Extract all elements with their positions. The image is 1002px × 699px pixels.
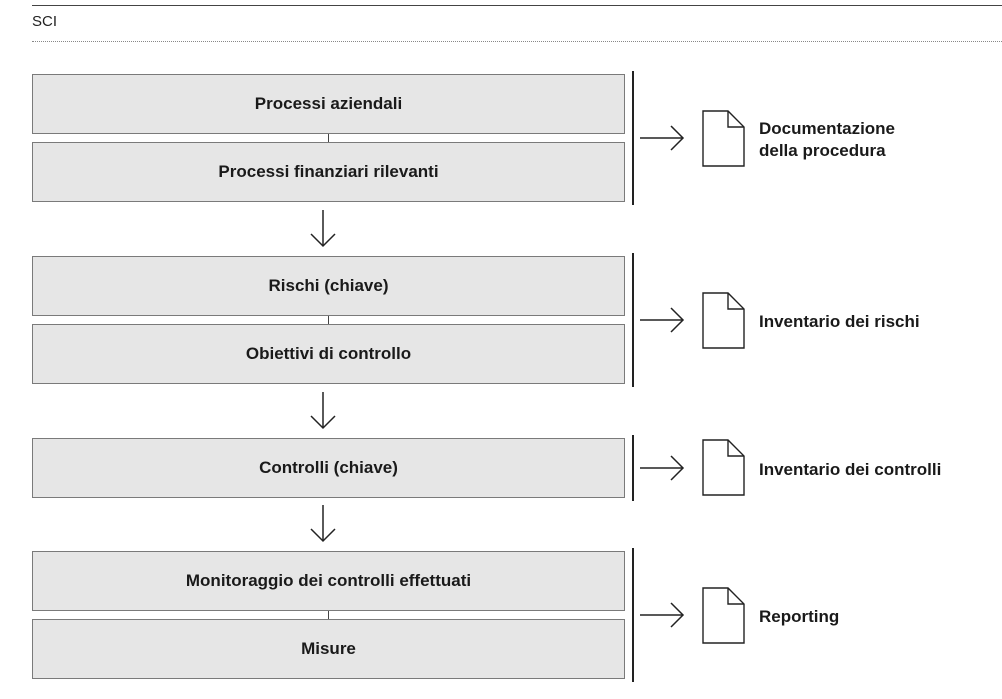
box-connector bbox=[328, 611, 329, 619]
arrow-down-icon bbox=[310, 210, 336, 248]
process-box-obiettivi: Obiettivi di controllo bbox=[32, 324, 625, 384]
group-bracket-line bbox=[632, 548, 634, 682]
header-dotted-rule bbox=[32, 41, 1002, 42]
header-top-rule bbox=[32, 5, 1002, 6]
arrow-right-icon bbox=[640, 455, 685, 481]
document-icon bbox=[702, 439, 745, 496]
arrow-right-icon bbox=[640, 602, 685, 628]
group-bracket-line bbox=[632, 71, 634, 205]
document-icon bbox=[702, 110, 745, 167]
box-connector bbox=[328, 316, 329, 324]
output-label-line: Documentazione bbox=[759, 119, 896, 138]
output-label-inventario-controlli: Inventario dei controlli bbox=[759, 460, 942, 479]
document-icon bbox=[702, 587, 745, 644]
process-box-misure: Misure bbox=[32, 619, 625, 679]
arrow-down-icon bbox=[310, 392, 336, 430]
group-bracket-line bbox=[632, 435, 634, 501]
group-bracket-line bbox=[632, 253, 634, 387]
arrow-right-icon bbox=[640, 307, 685, 333]
output-label-inventario-rischi: Inventario dei rischi bbox=[759, 312, 920, 331]
box-connector bbox=[328, 134, 329, 142]
process-box-rischi: Rischi (chiave) bbox=[32, 256, 625, 316]
section-label: SCI bbox=[32, 13, 58, 30]
arrow-down-icon bbox=[310, 505, 336, 543]
arrow-right-icon bbox=[640, 125, 685, 151]
process-box-monitoraggio: Monitoraggio dei controlli effettuati bbox=[32, 551, 625, 611]
process-box-processi-finanziari: Processi finanziari rilevanti bbox=[32, 142, 625, 202]
output-label-reporting: Reporting bbox=[759, 607, 840, 626]
process-box-processi-aziendali: Processi aziendali bbox=[32, 74, 625, 134]
output-label-line: della procedura bbox=[759, 141, 886, 160]
process-box-controlli: Controlli (chiave) bbox=[32, 438, 625, 498]
document-icon bbox=[702, 292, 745, 349]
output-label-documentazione: Documentazione della procedura bbox=[759, 118, 895, 162]
